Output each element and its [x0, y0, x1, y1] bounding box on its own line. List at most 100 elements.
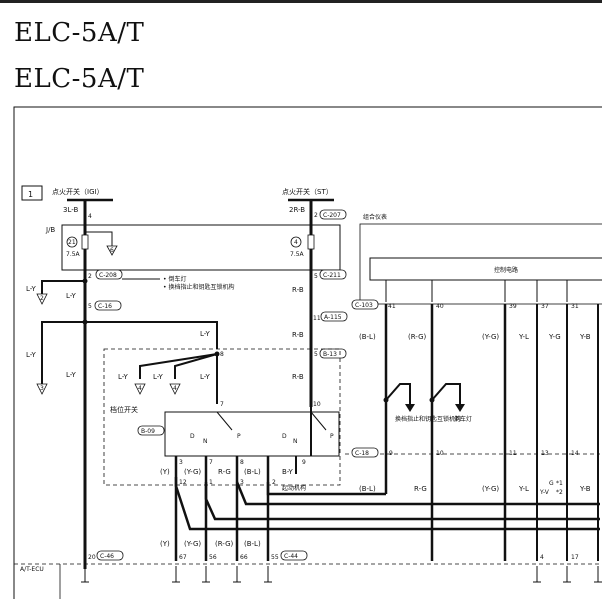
p3b: 3 [240, 479, 244, 486]
ground-6-triangle [106, 245, 118, 256]
w-yg: (Y-G) [184, 468, 201, 476]
m-rg: (R-G) [408, 333, 427, 341]
bus-y [174, 477, 600, 531]
conn-c44: C-44 [284, 553, 298, 560]
ly-branch-lower [41, 321, 85, 384]
g6-left: 6 [110, 247, 114, 254]
pin-11: 11 [313, 315, 321, 322]
conn-b13-badge [319, 348, 347, 359]
ground-4b-triangle [169, 383, 181, 395]
w-y: (Y) [160, 468, 170, 476]
ecu-pin-67: 67 [179, 554, 187, 561]
sw-d1: D [190, 433, 195, 440]
fuse-21-marker [66, 236, 78, 248]
note-shift-lock: • 换档指止和钥匙互锁机构 [163, 283, 234, 291]
conn-c211: C-211 [323, 272, 341, 279]
ecu-pin-4: 4 [540, 554, 544, 561]
p3: 3 [179, 459, 183, 466]
top-rule [0, 0, 602, 3]
l-bl: (B-L) [359, 485, 376, 493]
arrow-shift-lock-head [405, 404, 415, 412]
l-yb: Y-B [579, 485, 591, 493]
w-bl: (B-L) [244, 468, 261, 476]
pin-2-left: 2 [88, 273, 92, 280]
ground-4a-triangle [134, 383, 146, 395]
conn-c208: C-208 [99, 272, 117, 279]
sw-p1: P [237, 433, 241, 440]
wire-ly-left1: L-Y [26, 285, 36, 293]
l-star1: *1 [556, 480, 563, 487]
conn-b09: B-09 [141, 428, 155, 435]
b-yg: (Y-G) [184, 540, 201, 548]
pin-10-c18: 10 [436, 450, 444, 457]
ground-2-triangle [36, 293, 48, 305]
fuse-21: 21 [68, 239, 76, 246]
section-badge [21, 185, 43, 201]
ly-branch-c [139, 353, 218, 379]
pin-5-right: 5 [314, 273, 318, 280]
section-number: 1 [28, 190, 33, 199]
p9: 9 [302, 459, 306, 466]
range-switch-label: 档位开关 [110, 405, 138, 414]
ig-switch-label: 点火开关（IGI） [52, 187, 104, 196]
l-yg: (Y-G) [482, 485, 499, 493]
note-reverse-lamp: • 倒车灯 [163, 275, 186, 283]
ecu-pin-17: 17 [571, 554, 579, 561]
ecu-pin-55: 55 [271, 554, 279, 561]
conn-b13: B-13 [323, 351, 337, 358]
pin-14-c18: 14 [571, 450, 579, 457]
jb-label: J/B [45, 226, 55, 234]
conn-c103-badge [351, 299, 379, 310]
wire-ly-left3: L-Y [26, 351, 36, 359]
wire-rb-1: R-B [292, 286, 304, 294]
conn-c18: C-18 [355, 450, 369, 457]
ecu-pin-20: 20 [88, 554, 96, 561]
bus-yg [204, 482, 600, 521]
conn-c44-badge [280, 550, 308, 561]
switch-inner-box [164, 411, 340, 457]
bus-rg [235, 481, 600, 506]
arrow-reverse-head [455, 404, 465, 412]
m-bl: (B-L) [359, 333, 376, 341]
w-rg: R-G [218, 468, 231, 476]
l-rg: R-G [414, 485, 427, 493]
wiring-diagram: 1 点火开关（IGI） 点火开关（ST） 3L-B 4 2R-B 2 C-207… [13, 106, 602, 599]
note-reverse-lamp-2: 倒车灯 [454, 415, 472, 423]
conn-c46-badge [96, 550, 124, 561]
conn-b09-badge [137, 425, 165, 436]
combo-meter-label: 组合仪表 [363, 213, 387, 221]
sw-p2: P [330, 433, 334, 440]
pin-37: 37 [541, 303, 549, 310]
pin-4: 4 [88, 213, 92, 220]
bus-bl [266, 482, 386, 496]
m-yb: Y-B [579, 333, 591, 341]
m-yl: Y-L [518, 333, 529, 341]
start-mech: 起动机构 [282, 484, 306, 492]
sw-n2: N [293, 438, 298, 445]
pin-5-c16: 5 [88, 303, 92, 310]
junction-block [61, 224, 341, 271]
p12: 12 [179, 479, 187, 486]
pin-13-c18: 13 [541, 450, 549, 457]
ly-to-switch [85, 321, 218, 349]
st-switch-label: 点火开关（ST） [282, 187, 333, 196]
conn-a115-badge [320, 311, 348, 322]
pin-7: 7 [220, 401, 224, 408]
switch-contact-1 [216, 411, 233, 431]
arrow-shift-lock-wire [385, 383, 411, 404]
wire-rb-2: R-B [292, 331, 304, 339]
control-circuit: 控制电路 [494, 266, 518, 274]
wire-3lb: 3L-B [63, 206, 79, 214]
conn-c207: C-207 [323, 212, 341, 219]
p8: 8 [240, 459, 244, 466]
wire-ly-main: L-Y [66, 371, 76, 379]
range-switch-box [103, 348, 341, 486]
p7: 7 [209, 459, 213, 466]
conn-c103: C-103 [355, 302, 373, 309]
pin-41: 41 [388, 303, 396, 310]
ecu-label: A/T-ECU [20, 566, 44, 573]
wire-ly-b: L-Y [200, 330, 210, 338]
pin-39: 39 [509, 303, 517, 310]
arrow-reverse-wire [431, 383, 461, 404]
ly-branch-d [174, 353, 218, 379]
